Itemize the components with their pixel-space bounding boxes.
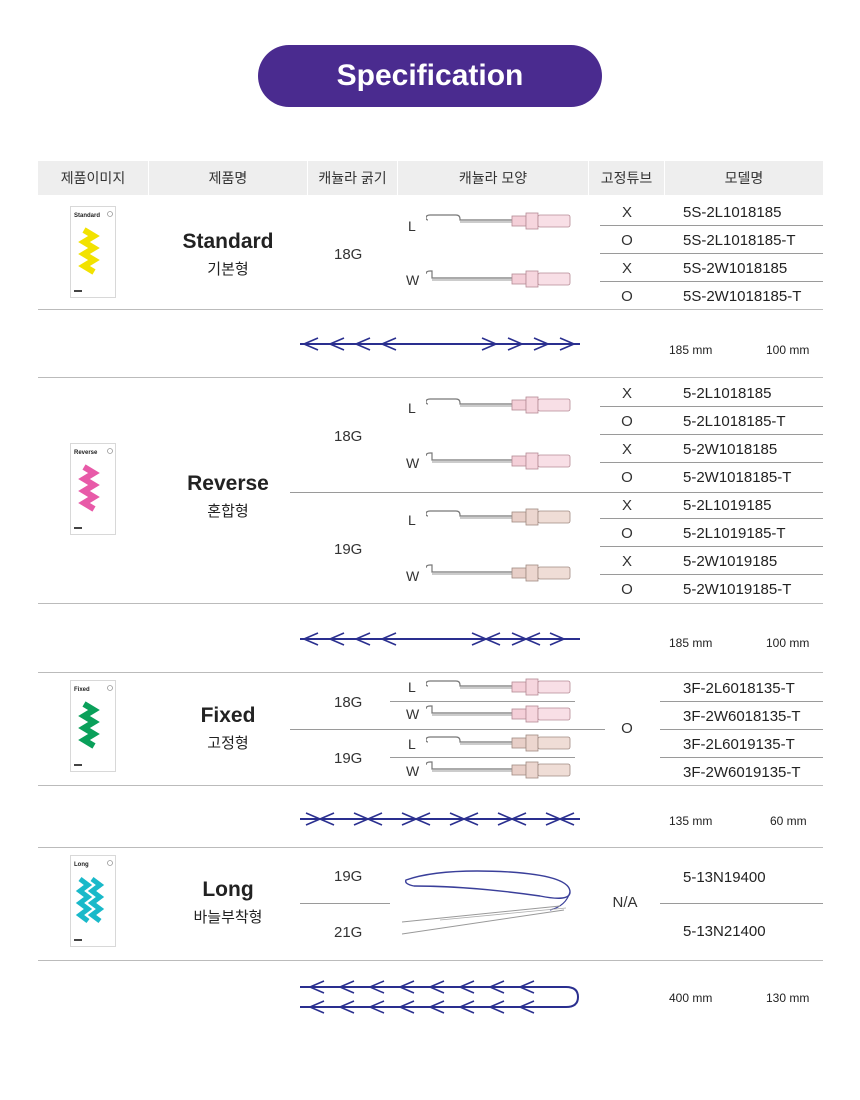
fixed-shape-l-18: L — [408, 679, 416, 695]
reverse-model-7: 5-2W1019185 — [683, 553, 778, 570]
standard-fix-2: O — [621, 232, 633, 249]
reverse-fix-1: X — [621, 385, 632, 402]
fixed-gauge-19: 19G — [334, 750, 363, 767]
standard-package-label: Standard — [74, 213, 100, 219]
long-model-2: 5-13N21400 — [683, 923, 766, 940]
reverse-fix-5: X — [621, 497, 632, 514]
long-name: Long — [202, 878, 254, 901]
standard-model-3: 5S-2W1018185 — [683, 260, 788, 277]
header-gauge: 캐뉼라 굵기 — [318, 170, 387, 186]
reverse-dim-2: 100 mm — [766, 636, 810, 650]
standard-name: Standard — [182, 230, 274, 253]
long-fix: N/A — [612, 894, 638, 911]
reverse-cannula-l-18 — [426, 396, 571, 414]
fixed-model-1: 3F-2L6018135-T — [683, 680, 795, 697]
reverse-model-1: 5-2L1018185 — [683, 385, 772, 402]
fixed-shape-w-18: W — [406, 706, 420, 722]
standard-cannula-w — [426, 270, 571, 288]
standard-name-kr: 기본형 — [207, 261, 249, 278]
reverse-dim-1: 185 mm — [669, 636, 713, 650]
fixed-fix: O — [621, 720, 633, 737]
long-needle-image — [401, 870, 571, 935]
standard-fix-1: X — [621, 204, 632, 221]
standard-thread-image — [300, 337, 580, 351]
fixed-cannula-l-19 — [426, 734, 571, 752]
reverse-cannula-w-18 — [426, 452, 571, 470]
long-dim-1: 400 mm — [669, 991, 713, 1005]
standard-package-image: Standard — [70, 206, 116, 298]
long-package-label: Long — [74, 862, 89, 868]
reverse-model-4: 5-2W1018185-T — [683, 469, 792, 486]
header-fixing-tube: 고정튜브 — [600, 170, 653, 186]
standard-shape-w: W — [406, 272, 420, 288]
long-dim-2: 130 mm — [766, 991, 810, 1005]
standard-dim-1: 185 mm — [669, 343, 713, 357]
fixed-shape-l-19: L — [408, 736, 416, 752]
fixed-model-2: 3F-2W6018135-T — [683, 708, 801, 725]
long-gauge-21: 21G — [334, 924, 363, 941]
standard-gauge: 18G — [334, 246, 363, 263]
standard-model-2: 5S-2L1018185-T — [683, 232, 796, 249]
fixed-name-kr: 고정형 — [207, 735, 249, 752]
fixed-cannula-w-18 — [426, 705, 571, 723]
table-header: 제품이미지 제품명 캐뉼라 굵기 캐뉼라 모양 고정튜브 모델명 — [38, 161, 823, 195]
standard-model-1: 5S-2L1018185 — [683, 204, 782, 221]
reverse-shape-w-19: W — [406, 568, 420, 584]
reverse-model-2: 5-2L1018185-T — [683, 413, 786, 430]
reverse-name: Reverse — [187, 472, 269, 495]
header-name: 제품명 — [208, 170, 248, 186]
long-gauge-19: 19G — [334, 868, 363, 885]
standard-dim-2: 100 mm — [766, 343, 810, 357]
reverse-fix-2: O — [621, 413, 633, 430]
header-shape: 캐뉼라 모양 — [458, 170, 528, 186]
reverse-cannula-w-19 — [426, 564, 571, 582]
fixed-package-image: Fixed — [70, 680, 116, 772]
long-thread-image — [300, 980, 580, 1014]
fixed-cannula-l-18 — [426, 678, 571, 696]
fixed-package-label: Fixed — [74, 687, 90, 693]
standard-cannula-l — [426, 212, 571, 230]
reverse-fix-3: X — [621, 441, 632, 458]
fixed-shape-w-19: W — [406, 763, 420, 779]
reverse-package-label: Reverse — [74, 450, 98, 456]
reverse-cannula-l-19 — [426, 508, 571, 526]
header-image: 제품이미지 — [60, 170, 126, 186]
reverse-model-8: 5-2W1019185-T — [683, 581, 792, 598]
reverse-gauge-18: 18G — [334, 428, 363, 445]
standard-shape-l: L — [408, 218, 416, 234]
fixed-cannula-w-19 — [426, 761, 571, 779]
fixed-model-3: 3F-2L6019135-T — [683, 736, 795, 753]
fixed-thread-image — [300, 812, 580, 826]
reverse-model-5: 5-2L1019185 — [683, 497, 772, 514]
header-model: 모델명 — [724, 170, 764, 186]
fixed-gauge-18: 18G — [334, 694, 363, 711]
reverse-thread-image — [300, 632, 580, 646]
reverse-fix-6: O — [621, 525, 633, 542]
reverse-shape-l-18: L — [408, 400, 416, 416]
standard-fix-4: O — [621, 288, 633, 305]
reverse-gauge-19: 19G — [334, 541, 363, 558]
standard-fix-3: X — [621, 260, 632, 277]
reverse-fix-4: O — [621, 469, 633, 486]
reverse-fix-8: O — [621, 581, 633, 598]
reverse-model-6: 5-2L1019185-T — [683, 525, 786, 542]
reverse-package-image: Reverse — [70, 443, 116, 535]
reverse-model-3: 5-2W1018185 — [683, 441, 778, 458]
fixed-dim-1: 135 mm — [669, 814, 713, 828]
reverse-shape-w-18: W — [406, 455, 420, 471]
long-model-1: 5-13N19400 — [683, 869, 766, 886]
long-name-kr: 바늘부착형 — [193, 909, 263, 926]
standard-model-4: 5S-2W1018185-T — [683, 288, 802, 305]
fixed-model-4: 3F-2W6019135-T — [683, 764, 801, 781]
page-title: Specification — [258, 45, 602, 107]
long-package-image: Long — [70, 855, 116, 947]
reverse-name-kr: 혼합형 — [207, 503, 249, 520]
reverse-shape-l-19: L — [408, 512, 416, 528]
fixed-name: Fixed — [200, 704, 256, 727]
reverse-fix-7: X — [621, 553, 632, 570]
fixed-dim-2: 60 mm — [770, 814, 807, 828]
